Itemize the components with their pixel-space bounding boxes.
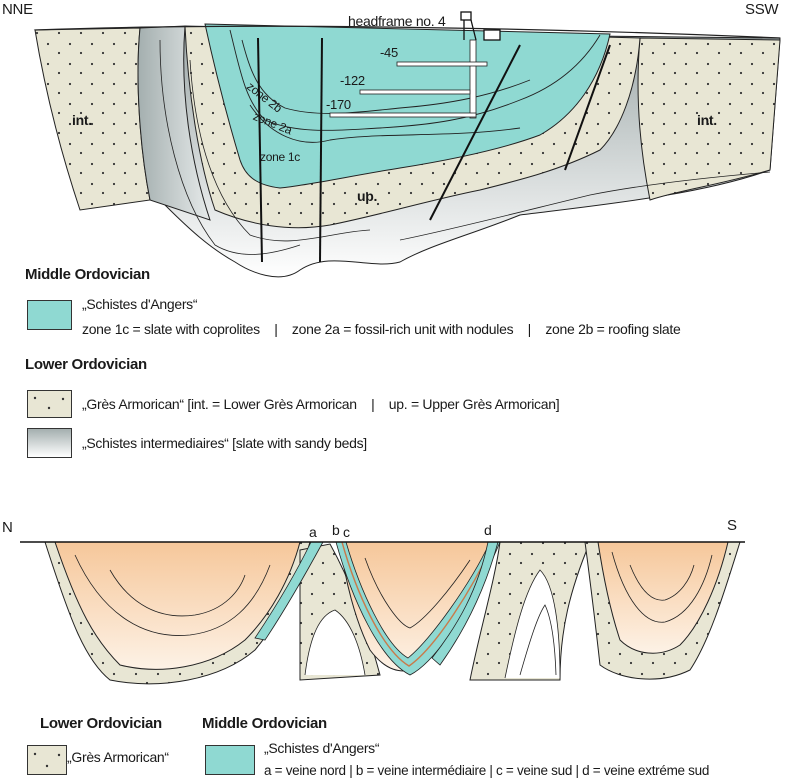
headframe-label: headframe no. 4 <box>348 13 446 29</box>
legend-gres-text: „Grès Armorican“ [int. = Lower Grès Armo… <box>82 396 560 412</box>
legend-lower-heading: Lower Ordovician <box>25 356 147 373</box>
older-syncline-left <box>54 541 301 670</box>
top-cross-section <box>33 11 781 278</box>
swatch-gres-armorican <box>27 390 72 418</box>
bottom-swatch-schistes <box>205 745 255 775</box>
top-left-direction: NNE <box>2 1 33 18</box>
int-left-label: int. <box>72 112 92 128</box>
intermediaires-band-left <box>137 25 211 221</box>
vein-a <box>254 541 324 641</box>
legend-middle-heading: Middle Ordovician <box>25 266 150 283</box>
upper-label: up. <box>357 188 378 204</box>
vein-d <box>431 541 499 666</box>
bottom-legend-lower-heading: Lower Ordovician <box>40 715 162 732</box>
int-right-label: int. <box>697 112 717 128</box>
vein-a-label: a <box>309 524 317 540</box>
top-right-direction: SSW <box>745 1 779 18</box>
bottom-legend-middle-heading: Middle Ordovician <box>202 715 327 732</box>
older-syncline-right <box>597 541 729 654</box>
legend-schistes-zones: zone 1c = slate with coprolites | zone 2… <box>82 321 681 337</box>
zone-1c-label: zone 1c <box>260 150 300 164</box>
depth-label-122: -122 <box>340 73 365 88</box>
swatch-schistes-angers <box>27 300 72 330</box>
vein-c-label: c <box>343 524 350 540</box>
bottom-legend-gres-text: „Grès Armorican“ <box>67 749 169 765</box>
legend-intermediaires-text: „Schistes intermediaires“ [slate with sa… <box>82 435 367 451</box>
bottom-swatch-gres <box>27 745 67 775</box>
depth-label-170: -170 <box>326 97 351 112</box>
vein-b-label: b <box>332 522 340 538</box>
bottom-right-direction: S <box>727 517 737 534</box>
bottom-left-direction: N <box>2 519 13 536</box>
mine-galleries <box>329 39 488 119</box>
bottom-legend-veins-text: a = veine nord | b = veine intermédiaire… <box>264 763 710 778</box>
bottom-legend-schistes-name: „Schistes d'Angers“ <box>264 740 380 756</box>
legend-schistes-name: „Schistes d'Angers“ <box>82 296 198 312</box>
vein-d-label: d <box>484 522 492 538</box>
depth-label-45: -45 <box>380 45 398 60</box>
headframe-icon <box>460 11 501 41</box>
gres-int-left <box>34 27 151 211</box>
bottom-cross-section <box>20 541 745 685</box>
swatch-schistes-intermediaires <box>27 428 72 458</box>
gres-int-right <box>637 37 781 201</box>
